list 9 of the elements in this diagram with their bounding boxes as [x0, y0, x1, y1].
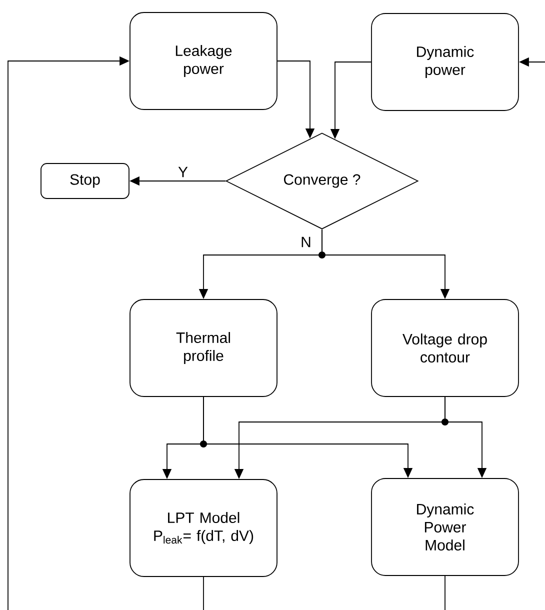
- terminal-box: Stop: [40, 163, 130, 199]
- edge-label: Y: [177, 166, 189, 178]
- process-box: LPT Model P$_{leak}$= f(dT, dV): [130, 479, 278, 577]
- process-box: Dynamic power: [371, 13, 519, 111]
- process-box: Leakage power: [130, 12, 278, 110]
- process-box: Voltage drop contour: [371, 299, 519, 397]
- edge-label: N: [300, 236, 312, 248]
- process-box: Dynamic Power Model: [371, 478, 519, 576]
- process-box: Thermal profile: [130, 299, 278, 397]
